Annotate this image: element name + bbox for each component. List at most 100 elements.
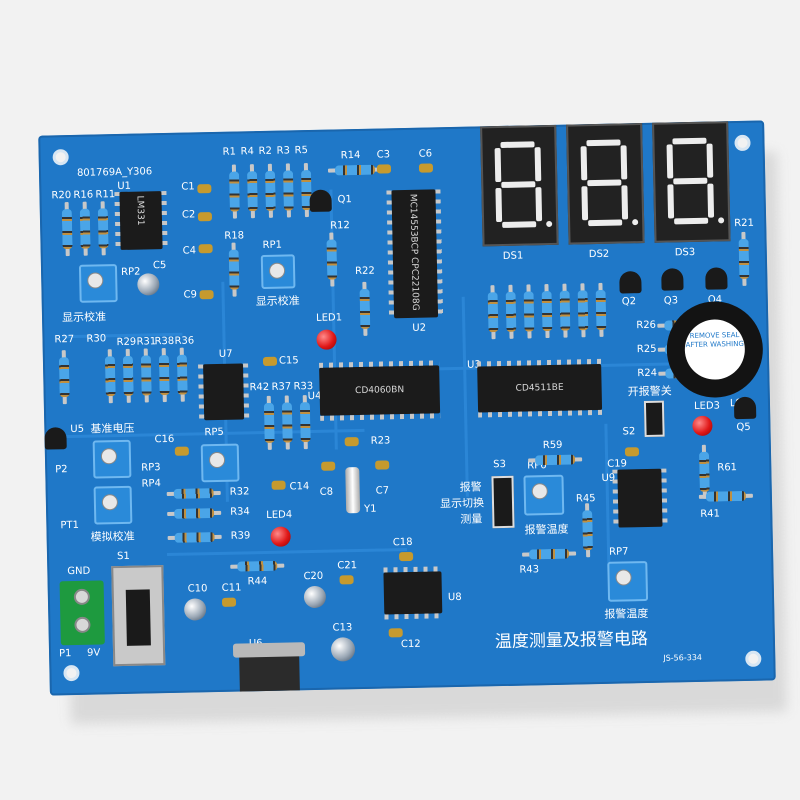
- board-code-bottom: JS-56-334: [663, 652, 703, 663]
- ref-r37: R37: [271, 381, 292, 393]
- ref-s3: S3: [493, 458, 507, 471]
- ref-r18: R18: [224, 230, 245, 242]
- transistor-q1: [309, 189, 332, 212]
- resistor-r34: [174, 508, 215, 519]
- ref-ds1: DS1: [502, 250, 524, 262]
- ic-u1-marking: LM331: [134, 195, 146, 226]
- capacitor-c21: [624, 447, 640, 457]
- ref-r38: R38: [154, 335, 175, 348]
- ref-rp4: RP4: [141, 478, 161, 490]
- potentiometer-rp4[interactable]: [93, 485, 133, 525]
- resistor-r21: [738, 238, 750, 280]
- ref-u2: U2: [412, 322, 427, 334]
- resistor: [523, 291, 535, 332]
- label-show-cal-left: 显示校准: [61, 310, 107, 325]
- power-switch-s1[interactable]: [111, 565, 166, 667]
- ref-c15: C15: [278, 355, 299, 367]
- ref-c3: C3: [376, 149, 391, 161]
- resistor-r33: [299, 402, 311, 443]
- seg: [588, 219, 623, 227]
- potentiometer-rp5[interactable]: [200, 443, 240, 483]
- ref-c20: C21: [337, 560, 358, 572]
- ref-r34: R34: [230, 506, 250, 518]
- ref-r23: R23: [370, 435, 391, 447]
- ref-u7: U7: [218, 348, 233, 360]
- resistor-r39: [174, 532, 215, 543]
- resistor: [487, 292, 499, 333]
- potentiometer-rp2[interactable]: [78, 264, 118, 303]
- ref-led1: LED1: [315, 312, 343, 324]
- label-sim-cal: 模拟校准: [90, 529, 135, 544]
- resistor-r31: [140, 355, 152, 396]
- resistor-r18: [228, 249, 240, 290]
- resistor-r41: [705, 490, 747, 502]
- seg: [500, 141, 535, 148]
- resistor: [541, 290, 553, 332]
- display-ds3: [652, 121, 731, 243]
- resistor-r23-body: [344, 437, 359, 447]
- ref-r16: R16: [73, 189, 94, 201]
- seg: [621, 185, 629, 220]
- capacitor-c14: [271, 480, 286, 490]
- ic-u4-marking: CD4060BN: [355, 385, 405, 397]
- capacitor-c16: [174, 446, 189, 456]
- voltage-regulator-u6: [239, 652, 301, 696]
- label-ref-voltage: 基准电压: [90, 421, 135, 436]
- resistor-r14: [334, 164, 376, 176]
- capacitor-c1: [197, 184, 212, 194]
- seg: [666, 144, 674, 179]
- seg: [494, 147, 502, 183]
- ref-r14: R14: [340, 149, 361, 162]
- display-ds1: [480, 124, 559, 247]
- potentiometer-rp7[interactable]: [607, 561, 649, 602]
- seg-dp: [632, 219, 639, 226]
- ref-r20: R20: [51, 189, 72, 202]
- trace: [461, 296, 469, 497]
- seg: [535, 187, 543, 222]
- ref-rp7: RP7: [608, 546, 629, 558]
- ref-c13: C13: [332, 622, 353, 634]
- potentiometer-rp3[interactable]: [92, 439, 132, 479]
- seg: [502, 221, 537, 228]
- ref-c19: C20: [303, 570, 324, 583]
- capacitor-c18: [399, 551, 414, 562]
- resistor-r43: [528, 548, 570, 560]
- ref-c10: C10: [187, 583, 208, 595]
- potentiometer-rp6[interactable]: [523, 474, 565, 516]
- resistor-r45: [582, 510, 594, 551]
- display-switch-s3[interactable]: [491, 475, 515, 529]
- ref-r61: R61: [717, 462, 738, 474]
- ref-p2: P2: [55, 464, 68, 476]
- ref-r31: R31: [136, 336, 157, 348]
- seg: [707, 183, 715, 218]
- ref-rp5: RP5: [204, 426, 224, 439]
- ic-u4: CD4060BN: [319, 365, 441, 416]
- ref-pt1: PT1: [60, 519, 80, 532]
- label-measure: 测量: [460, 512, 483, 526]
- ic-u2: MC14553BCP CPC22108G: [391, 189, 439, 319]
- ref-u8: U8: [447, 591, 462, 604]
- seg: [673, 177, 708, 185]
- ref-r59: R59: [542, 439, 563, 452]
- resistor-r38: [158, 354, 170, 396]
- trace: [166, 548, 407, 557]
- transistor-q4: [705, 267, 728, 290]
- ref-s1: S1: [116, 550, 130, 563]
- resistor: [505, 291, 517, 332]
- capacitor-c20: [339, 575, 354, 585]
- power-switch-slider[interactable]: [125, 589, 151, 646]
- resistor-r37: [281, 402, 293, 443]
- potentiometer-rp1[interactable]: [260, 254, 296, 290]
- capacitor-c12: [388, 628, 403, 638]
- label-alarm-temp-2: 报警温度: [604, 606, 649, 621]
- resistor-r16: [79, 208, 91, 249]
- ref-c18: C18: [392, 536, 413, 549]
- capacitor-c9: [199, 290, 214, 300]
- capacitor-c5: [137, 273, 160, 296]
- transistor-u5: [44, 427, 67, 450]
- ref-c12: C12: [400, 638, 421, 651]
- ref-c1: C1: [181, 181, 195, 193]
- alarm-switch-s2[interactable]: [643, 400, 665, 438]
- ref-r42: R42: [249, 381, 270, 394]
- seg: [587, 179, 622, 187]
